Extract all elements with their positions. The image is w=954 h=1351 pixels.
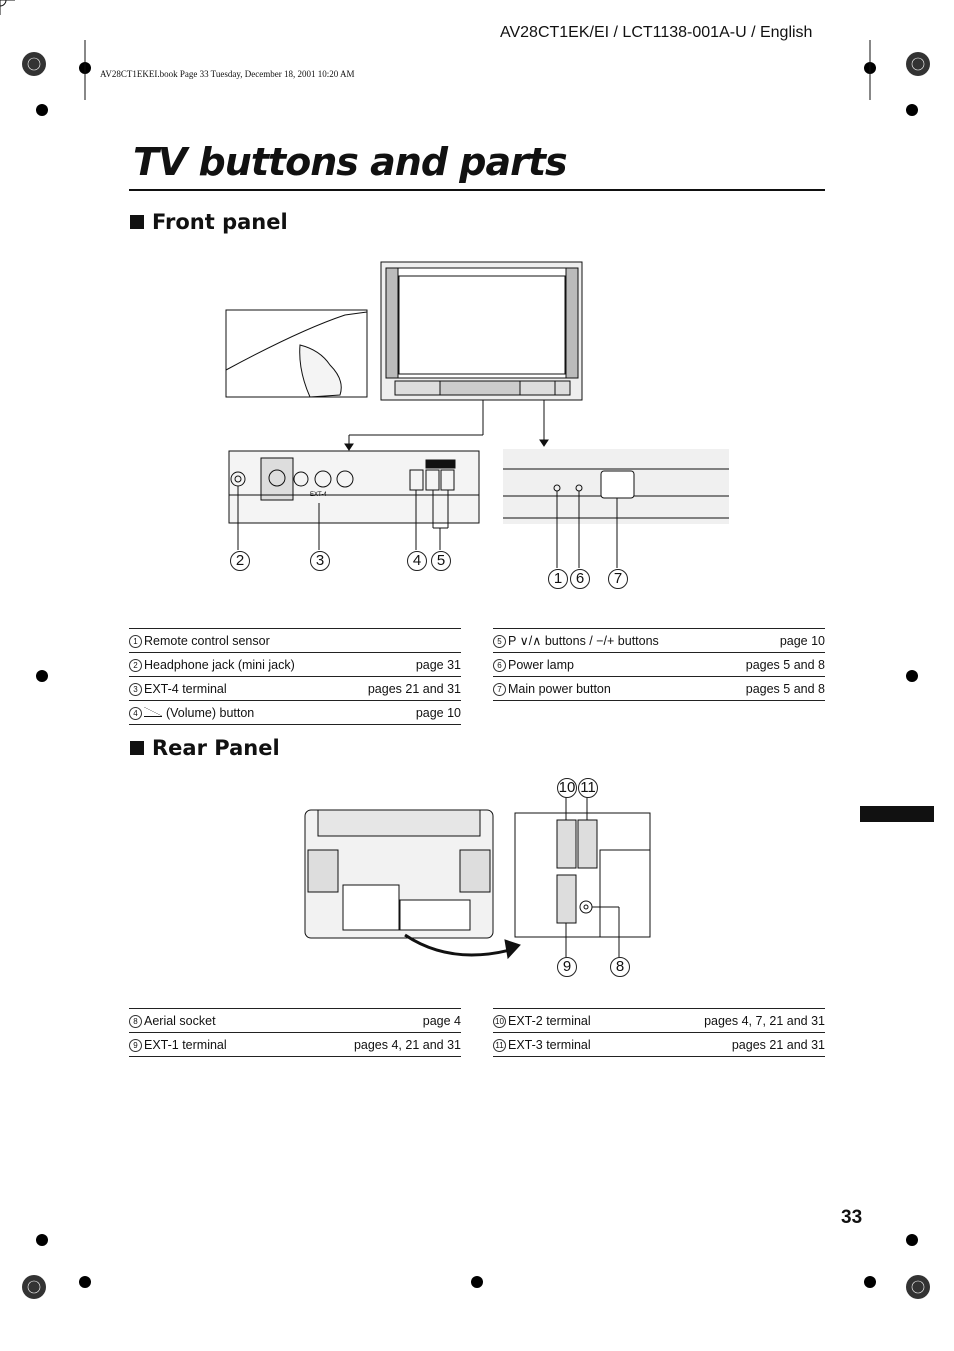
section-tab-marker: [860, 806, 934, 822]
callout-11: 11: [578, 778, 598, 798]
document-id: AV28CT1EK/EI / LCT1138-001A-U / English: [500, 24, 813, 41]
page-title: TV buttons and parts: [133, 140, 568, 184]
callout-9: 9: [557, 957, 577, 977]
callout-10: 10: [557, 778, 577, 798]
rear-panel-illustration: [304, 797, 651, 960]
tv-front: [380, 261, 583, 401]
page-number: 33: [841, 1207, 863, 1228]
volume-icon: [144, 706, 162, 717]
callout-1: 1: [548, 569, 568, 589]
book-info: AV28CT1EKEI.book Page 33 Tuesday, Decemb…: [100, 69, 355, 79]
callout-4: 4: [407, 551, 427, 571]
callout-7: 7: [608, 569, 628, 589]
bullet-square-icon: [130, 215, 144, 229]
callout-2: 2: [230, 551, 250, 571]
callout-6: 6: [570, 569, 590, 589]
hand-inset: [225, 309, 368, 398]
front-panel-heading-text: Front panel: [152, 210, 288, 234]
callout-8: 8: [610, 957, 630, 977]
control-panel-detail: [228, 450, 480, 524]
bullet-square-icon: [130, 741, 144, 755]
rear-panel-heading: Rear Panel: [130, 736, 280, 760]
front-panel-heading: Front panel: [130, 210, 288, 234]
rear-panel-heading-text: Rear Panel: [152, 736, 280, 760]
title-rule: [129, 189, 825, 191]
power-panel-detail: [503, 449, 729, 524]
ext4-label: EXT-4: [310, 492, 327, 498]
front-panel-illustration: EXT-4: [225, 261, 729, 568]
callout-5: 5: [431, 551, 451, 571]
callout-3: 3: [310, 551, 330, 571]
